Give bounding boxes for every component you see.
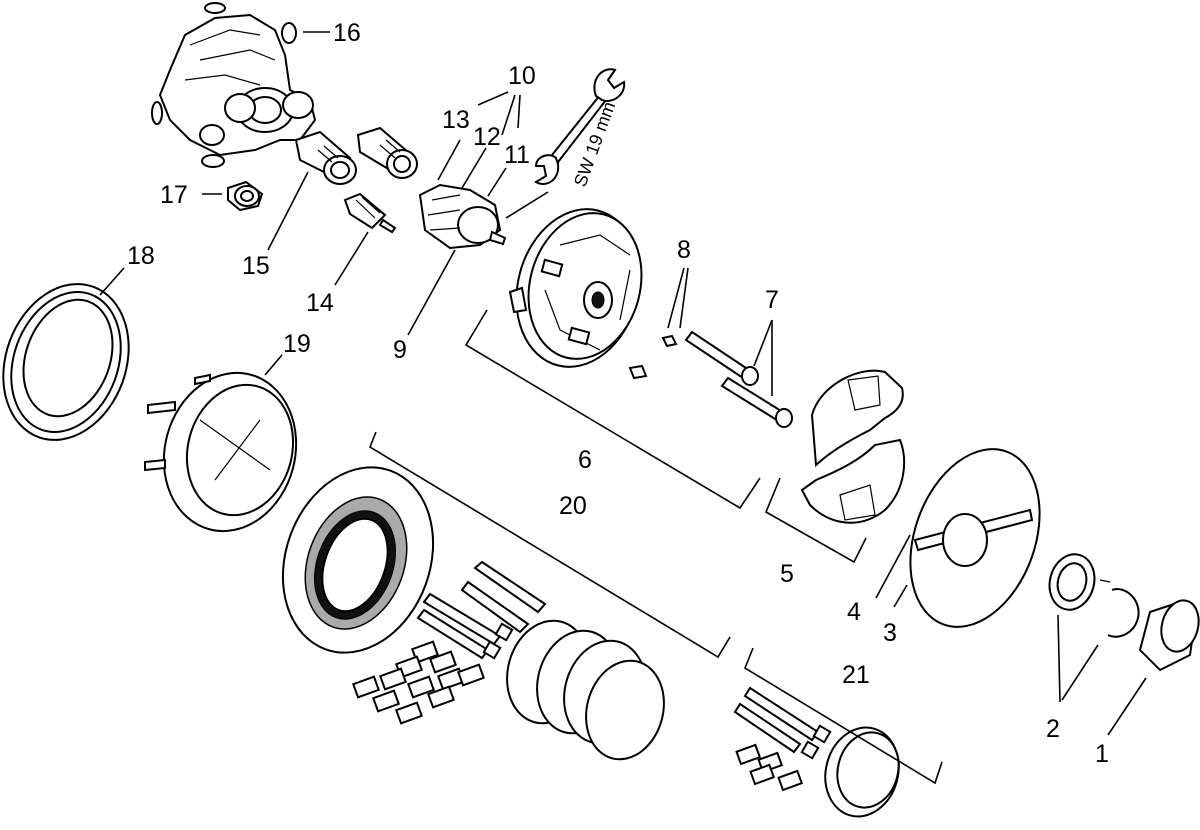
callout-3: 3 (883, 619, 897, 647)
callout-1: 1 (1095, 740, 1109, 768)
callout-4: 4 (847, 598, 861, 626)
check-valve-part (294, 126, 418, 185)
wrench-size-label: SW 19 mm (570, 99, 619, 189)
thermostatic-cartridge-part (418, 183, 507, 250)
callout-18: 18 (127, 242, 155, 270)
long-screws-part (684, 330, 793, 428)
leader-lines (99, 31, 1147, 785)
callout-9: 9 (393, 336, 407, 364)
callout-17: 17 (160, 181, 188, 209)
callout-19: 19 (283, 330, 311, 358)
callout-14: 14 (306, 289, 334, 317)
plaster-ring-part (2, 283, 130, 441)
callout-2: 2 (1046, 715, 1060, 743)
callout-6: 6 (578, 446, 592, 474)
adapter-ring-part (1048, 553, 1140, 638)
housing-ring-part (144, 371, 298, 533)
installation-rods-part (416, 560, 547, 660)
extension-kit-part (733, 686, 900, 818)
callout-15: 15 (242, 252, 270, 280)
valve-body-part (151, 2, 317, 168)
wrench-tool: SW 19 mm (534, 68, 626, 189)
escutcheon-part (909, 448, 1041, 628)
callout-21: 21 (842, 661, 870, 689)
mounting-plate-part (508, 208, 643, 368)
small-screws-part (628, 334, 678, 380)
callout-labels: 1 2 3 4 5 6 7 8 9 10 11 12 13 14 15 16 1… (127, 19, 1109, 768)
callout-13: 13 (442, 106, 470, 134)
extension-sleeves-part (506, 619, 665, 761)
knob-part (1138, 599, 1200, 672)
bracket-halves-part (800, 369, 906, 524)
callout-5: 5 (780, 560, 794, 588)
clips-part (351, 640, 486, 725)
callout-20: 20 (559, 492, 587, 520)
stop-valve-part (343, 192, 397, 234)
callout-16: 16 (333, 19, 361, 47)
callout-10: 10 (508, 62, 536, 90)
callout-7: 7 (765, 286, 779, 314)
seal-disc-part (281, 466, 435, 654)
callout-12: 12 (473, 123, 501, 151)
fitting-part (227, 180, 264, 212)
callout-8: 8 (677, 236, 691, 264)
callout-11: 11 (504, 141, 530, 169)
